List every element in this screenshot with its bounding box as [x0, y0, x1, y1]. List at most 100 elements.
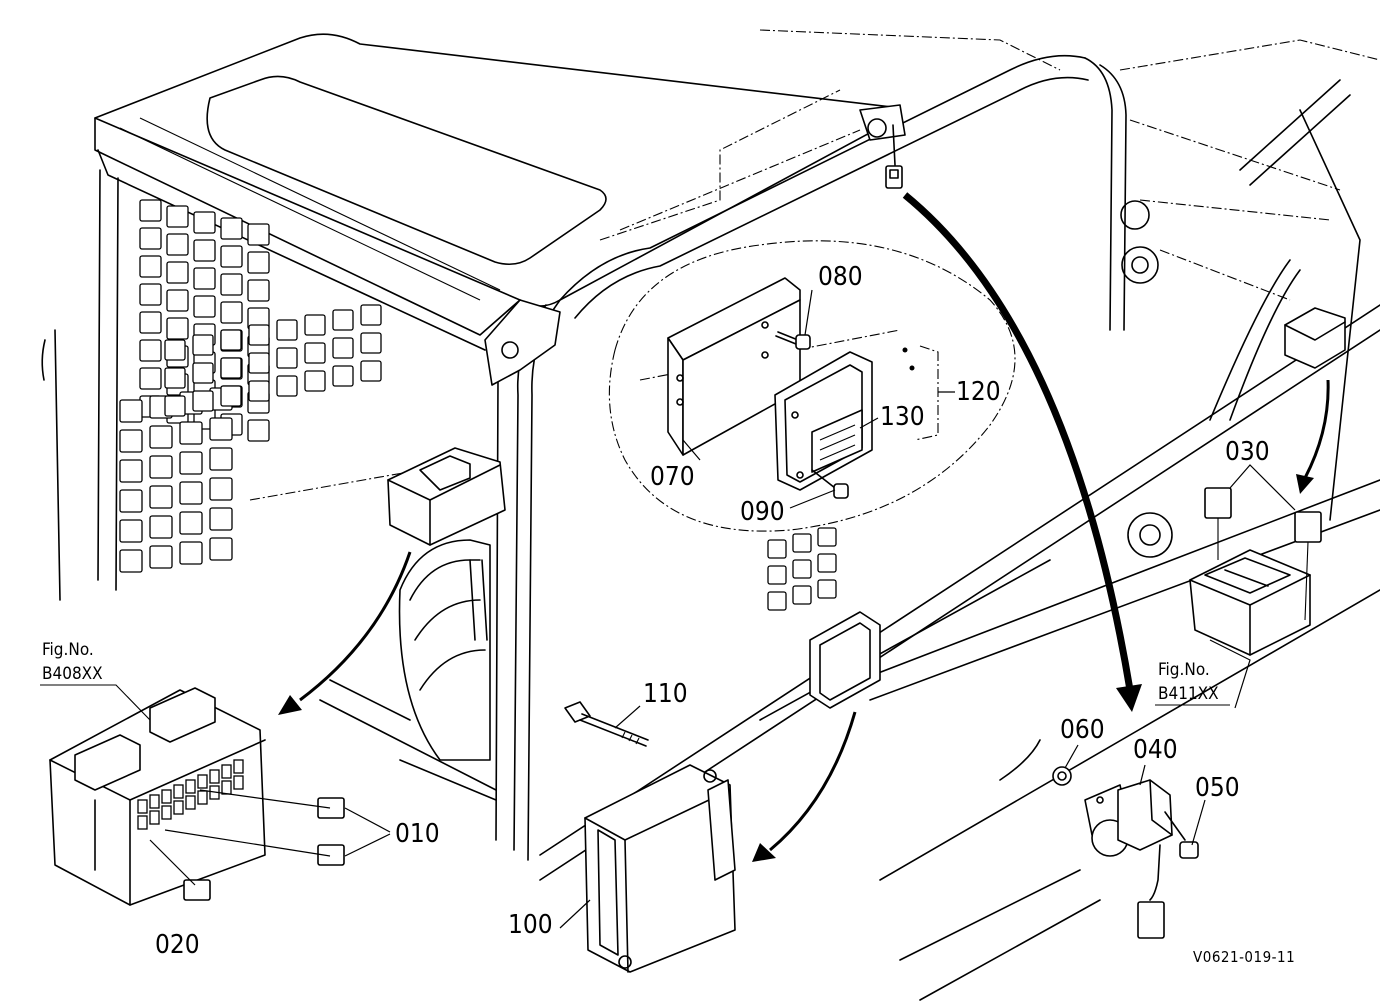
- part-label-020: 020: [155, 930, 200, 960]
- fuse-slot: [173, 784, 184, 799]
- mesh-cell: [247, 279, 270, 302]
- mesh-cell: [139, 339, 162, 362]
- mesh-cell: [179, 451, 203, 475]
- mesh-cell: [119, 399, 143, 423]
- mesh-cell: [139, 311, 162, 334]
- bolt: [1179, 841, 1199, 859]
- fuse-slot: [221, 780, 232, 795]
- mesh-cell: [119, 549, 143, 573]
- mesh-cell: [139, 283, 162, 306]
- mesh-cell: [304, 314, 326, 336]
- mesh-cell: [248, 324, 270, 346]
- fuse-slot: [185, 795, 196, 810]
- mesh-cell: [792, 559, 812, 579]
- mesh-cell: [119, 429, 143, 453]
- mesh-cell: [360, 332, 382, 354]
- part-label-070: 070: [650, 462, 695, 492]
- fuse: [317, 844, 345, 866]
- mesh-cell: [209, 507, 233, 531]
- mesh-cell: [119, 489, 143, 513]
- relay: [1204, 487, 1232, 519]
- mesh-cell: [166, 261, 189, 284]
- part-label-010: 010: [395, 819, 440, 849]
- mesh-cell: [179, 421, 203, 445]
- ecu-detail-group: [608, 240, 1016, 532]
- mesh-cell: [209, 417, 233, 441]
- part-label-120: 120: [956, 377, 1001, 407]
- connector: [1137, 901, 1165, 939]
- mesh-cell: [164, 339, 186, 361]
- mesh-cell: [276, 347, 298, 369]
- mesh-cell: [209, 477, 233, 501]
- mesh-cell: [247, 251, 270, 274]
- solenoid-assembly: [1052, 766, 1199, 939]
- mesh-cell: [792, 533, 812, 553]
- mesh-cell: [304, 370, 326, 392]
- mounted-controller: [809, 611, 881, 709]
- figure-reference-left: Fig.No. B408XX: [40, 640, 151, 721]
- part-label-040: 040: [1133, 735, 1178, 765]
- fuse-slot: [185, 779, 196, 794]
- mesh-cell: [332, 309, 354, 331]
- mesh-cell: [220, 329, 242, 351]
- bolt: [775, 331, 811, 350]
- fig-number: B411XX: [1158, 684, 1219, 704]
- assembly-arrows: [278, 192, 1330, 862]
- relay-socket-assembly: [1189, 464, 1322, 709]
- mesh-cell: [817, 553, 837, 573]
- mesh-cell: [193, 239, 216, 262]
- mesh-cell: [149, 545, 173, 569]
- mesh-cell: [767, 565, 787, 585]
- mesh-cell: [149, 425, 173, 449]
- mesh-cell: [139, 199, 162, 222]
- mesh-cell: [209, 447, 233, 471]
- relay-holder-in-cab: [1284, 307, 1346, 369]
- mesh-cell: [139, 367, 162, 390]
- mesh-cell: [119, 519, 143, 543]
- mesh-cell: [332, 365, 354, 387]
- part-label-030: 030: [1225, 437, 1270, 467]
- part-label-050: 050: [1195, 773, 1240, 803]
- part-label-110: 110: [643, 679, 688, 709]
- mesh-cell: [166, 205, 189, 228]
- fuse-slot: [221, 764, 232, 779]
- cab-structure: [41, 29, 1380, 1001]
- fig-label: Fig.No.: [42, 640, 94, 660]
- mesh-cell: [139, 255, 162, 278]
- long-bolt: [564, 701, 649, 747]
- fuse: [183, 879, 211, 901]
- mesh-cell: [149, 455, 173, 479]
- mesh-cell: [767, 591, 787, 611]
- mesh-cell: [166, 233, 189, 256]
- mesh-cell: [247, 223, 270, 246]
- mesh-cell: [360, 304, 382, 326]
- fuse-slot: [161, 805, 172, 820]
- mesh-cell: [193, 211, 216, 234]
- controller-unit: [584, 764, 736, 973]
- fuse-slot: [197, 790, 208, 805]
- part-label-090: 090: [740, 497, 785, 527]
- pillar-connector: [885, 124, 903, 189]
- mesh-cell: [248, 380, 270, 402]
- mesh-cell: [767, 539, 787, 559]
- part-label-080: 080: [818, 262, 863, 292]
- mesh-cell: [247, 419, 270, 442]
- mesh-cell: [817, 579, 837, 599]
- mesh-cell: [149, 515, 173, 539]
- fuse-slot: [173, 800, 184, 815]
- mesh-cell: [164, 395, 186, 417]
- mesh-cell: [220, 245, 243, 268]
- washer: [1052, 766, 1072, 786]
- mesh-cell: [817, 527, 837, 547]
- mesh-cell: [276, 375, 298, 397]
- fuse-slot: [149, 810, 160, 825]
- mesh-cell: [332, 337, 354, 359]
- mesh-cell: [220, 301, 243, 324]
- mesh-cell: [192, 390, 214, 412]
- mesh-cell: [220, 273, 243, 296]
- figure-reference-right: Fig.No. B411XX: [1155, 660, 1230, 706]
- mesh-cell: [166, 289, 189, 312]
- fig-number: B408XX: [42, 664, 103, 684]
- part-label-130: 130: [880, 402, 925, 432]
